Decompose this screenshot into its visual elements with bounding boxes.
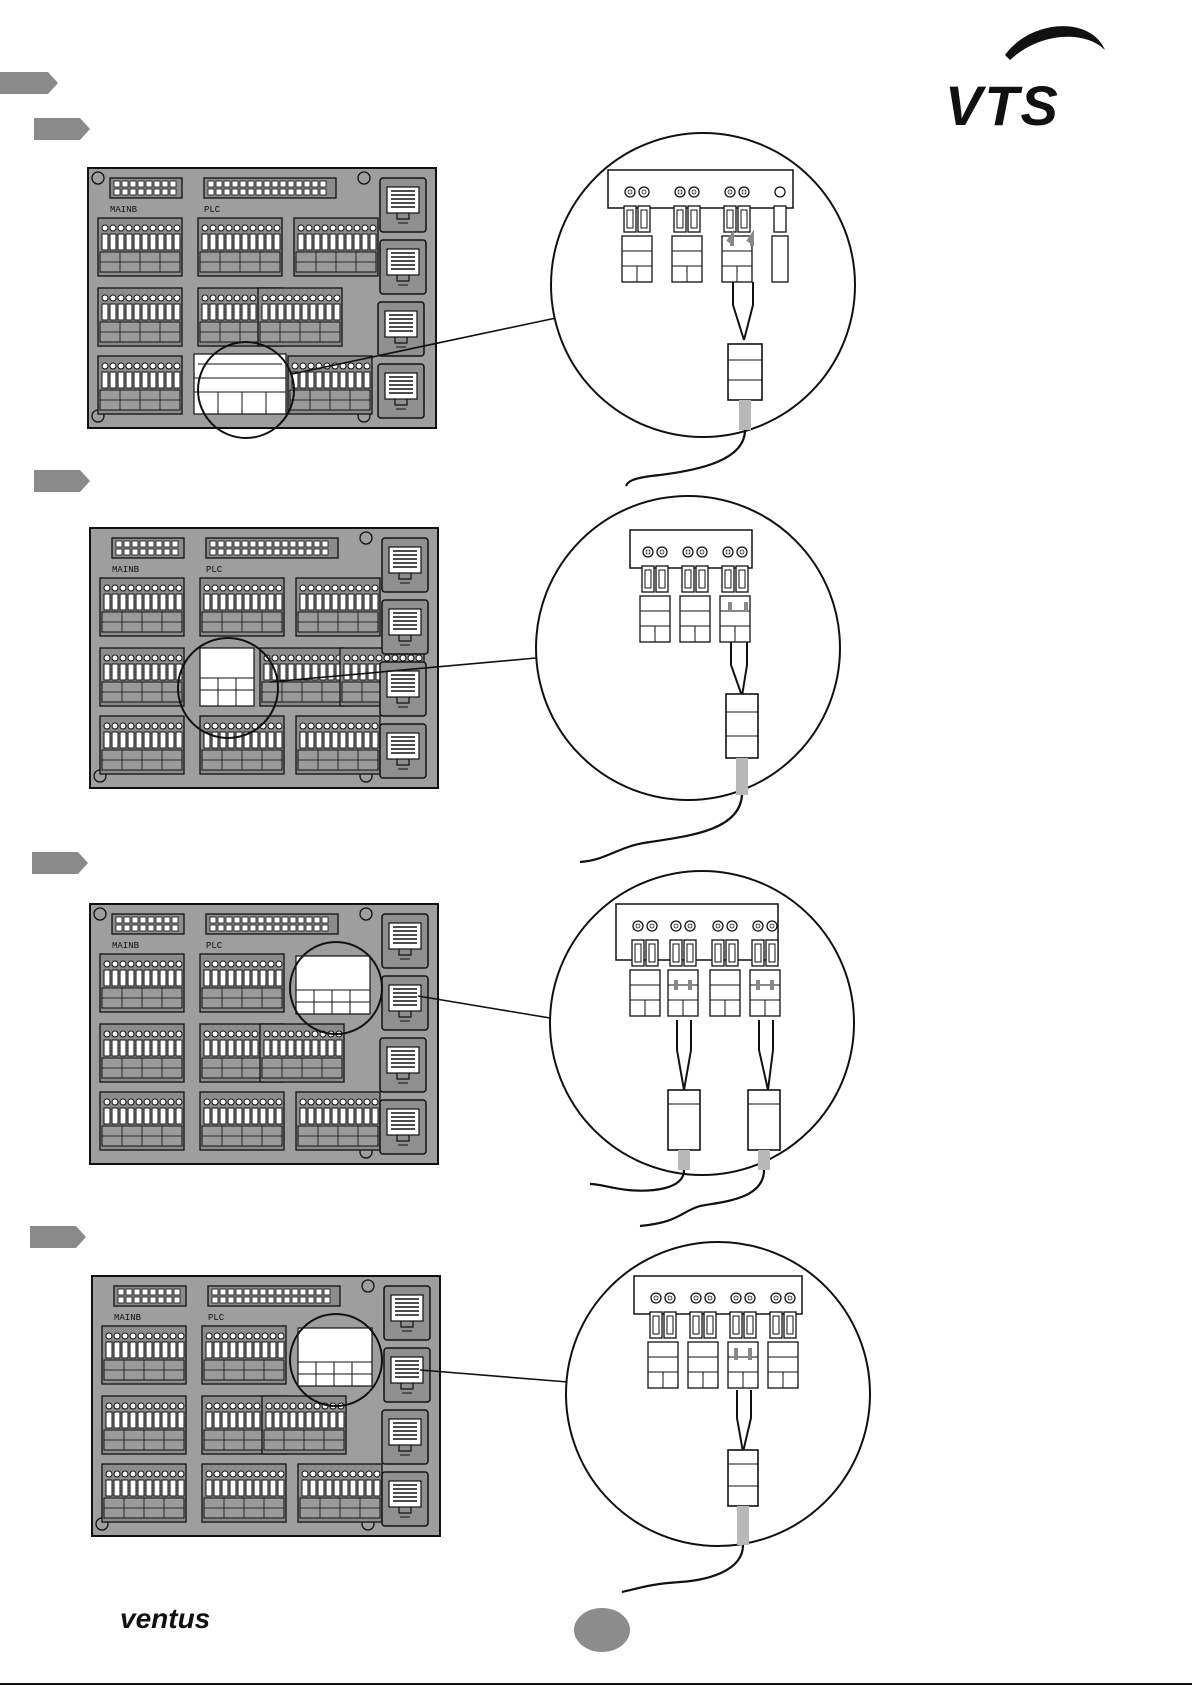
ventus-brand: ventus xyxy=(120,1603,210,1634)
board-step-1: MAINB PLC xyxy=(88,168,436,438)
step-4-marker xyxy=(30,1226,76,1248)
board-label-mainb: MAINB xyxy=(114,1313,142,1323)
detail-circle-step-3 xyxy=(550,871,854,1226)
board-label-plc: PLC xyxy=(204,205,221,215)
detail-circle-step-4 xyxy=(566,1242,870,1592)
board-label-mainb: MAINB xyxy=(110,205,138,215)
step-2: MAINB PLC xyxy=(34,470,840,862)
detail-circle-step-2 xyxy=(536,496,840,862)
section-tab xyxy=(0,72,48,94)
detail-circle-step-1 xyxy=(551,133,855,486)
board-label-plc: PLC xyxy=(206,941,223,951)
board-label-plc: PLC xyxy=(208,1313,225,1323)
page-number-badge xyxy=(574,1608,630,1652)
step-1: MAINB PLC xyxy=(34,118,855,486)
step-3-marker xyxy=(32,852,78,874)
board-label-mainb: MAINB xyxy=(112,941,140,951)
vts-arc-logo xyxy=(1005,26,1105,60)
board-label-plc: PLC xyxy=(206,565,223,575)
step-3: MAINB PLC xyxy=(32,852,854,1226)
step-1-marker xyxy=(34,118,80,140)
board-step-3: MAINB PLC xyxy=(90,904,438,1164)
board-label-mainb: MAINB xyxy=(112,565,140,575)
section-tab-arrow xyxy=(48,72,58,94)
step-4: MAINB PLC xyxy=(30,1226,870,1592)
board-step-4: MAINB PLC xyxy=(92,1276,440,1536)
leader-line xyxy=(420,1370,568,1382)
board-step-2: MAINB PLC xyxy=(90,528,438,788)
vts-logo-text: VTS xyxy=(945,74,1060,137)
step-2-marker xyxy=(34,470,80,492)
